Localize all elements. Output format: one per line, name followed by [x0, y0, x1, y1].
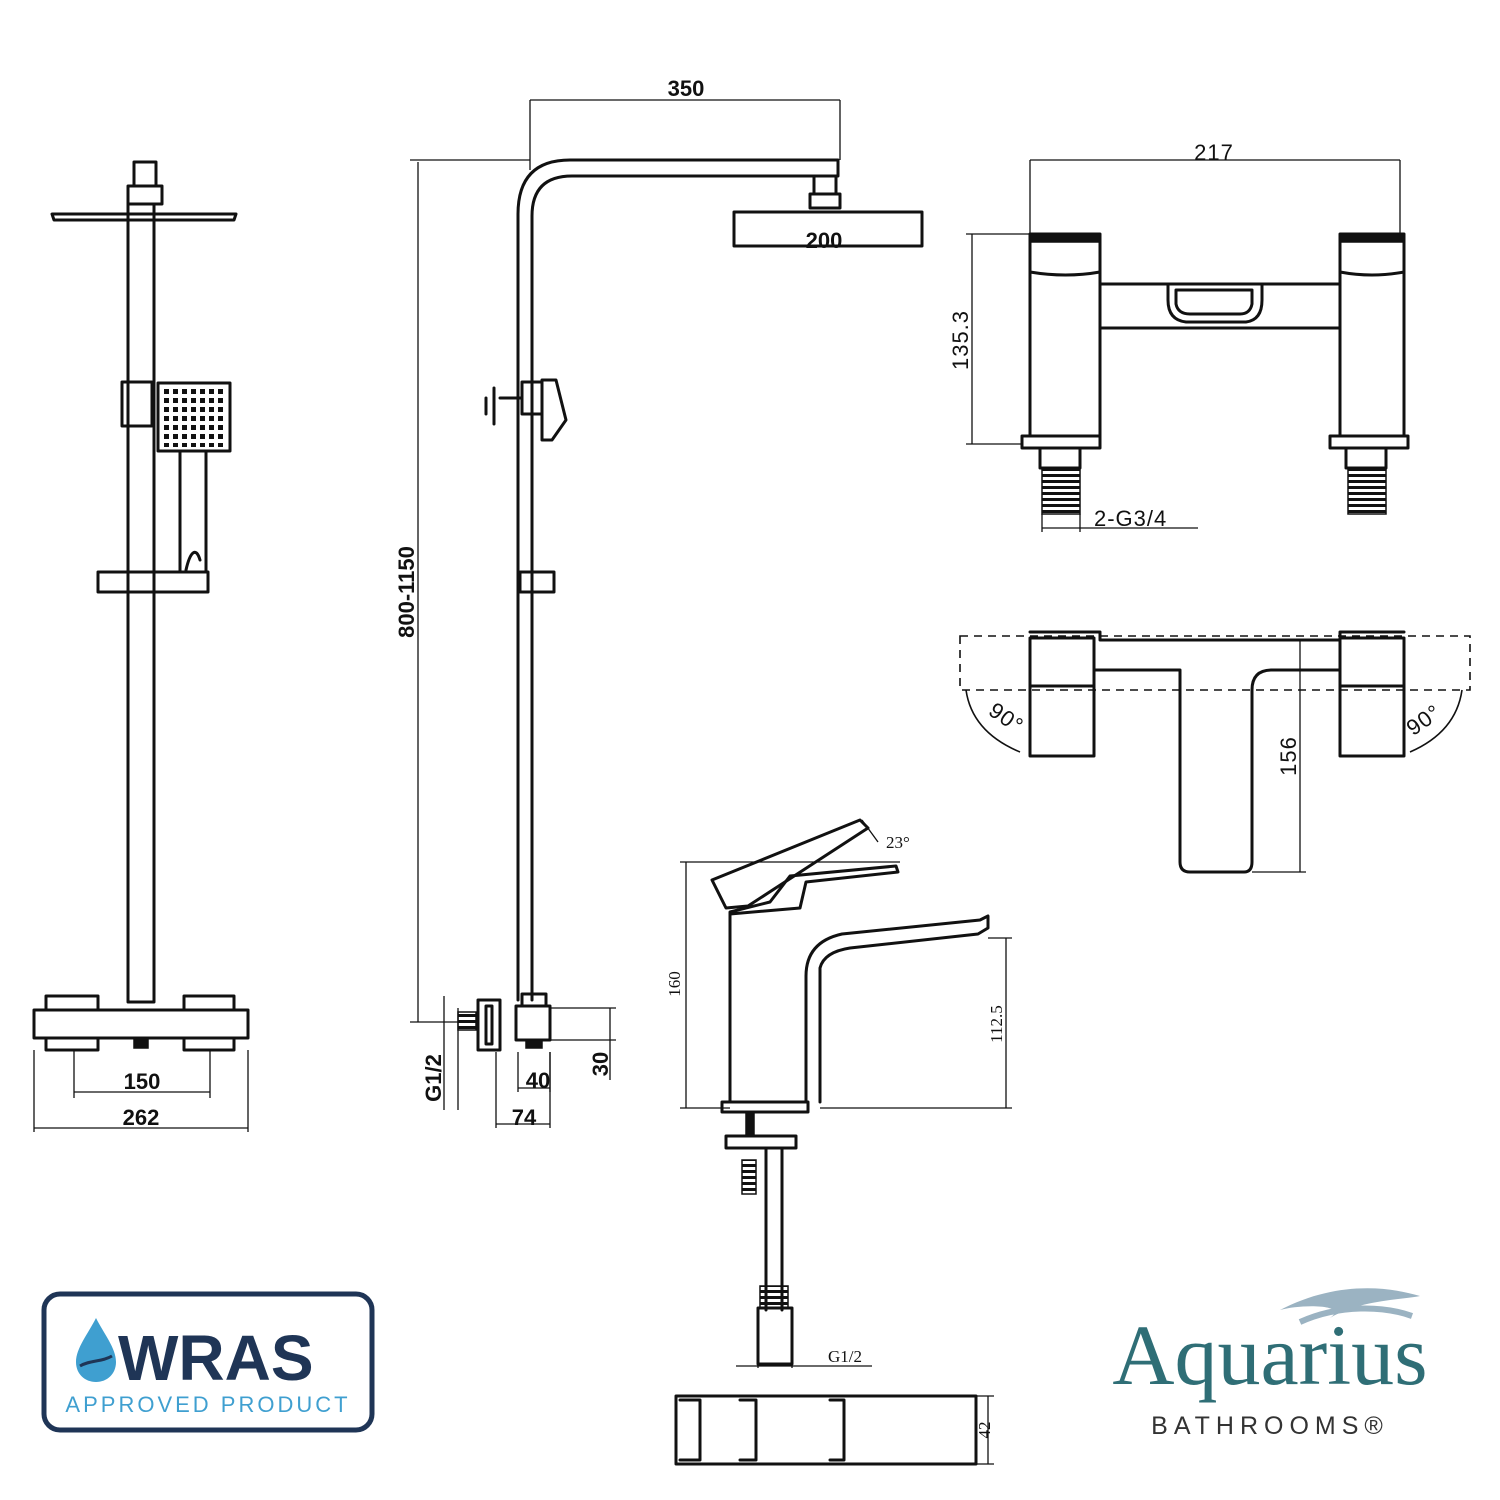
dim-bath-filler-width: 217	[1194, 140, 1234, 165]
shower-side-view	[410, 99, 924, 1128]
dim-bath-filler-inlets: 2-G3/4	[1094, 506, 1167, 531]
brand-sub: BATHROOMS®	[1151, 1412, 1389, 1440]
dim-riser-height: 800-1150	[394, 546, 419, 638]
dim-outlet-height: 30	[588, 1052, 613, 1076]
brand-name: Aquarius	[1112, 1307, 1427, 1403]
water-drop-icon	[76, 1318, 116, 1382]
bath-filler-front-view	[966, 159, 1410, 532]
dim-bath-filler-height: 135.3	[948, 310, 973, 370]
dim-valve-centres: 150	[124, 1069, 161, 1094]
wras-badge: WRAS APPROVED PRODUCT	[41, 1291, 375, 1433]
shower-front-view	[32, 160, 250, 1132]
dim-basin-mixer-height: 160	[665, 971, 684, 997]
dim-valve-depth: 74	[512, 1105, 537, 1130]
dim-lever-width: 42	[975, 1422, 994, 1439]
dim-inlet-thread-shower: G1/2	[421, 1054, 446, 1102]
dim-lever-angle: 23°	[886, 833, 910, 852]
dim-handle-rotation-left: 90°	[984, 697, 1028, 738]
dim-inlet-thread-basin: G1/2	[828, 1347, 862, 1366]
bath-filler-top-view	[959, 630, 1471, 874]
dim-spout-height: 112.5	[987, 1005, 1006, 1043]
dim-outlet-offset: 40	[526, 1068, 550, 1093]
wave-icon	[1280, 1288, 1420, 1318]
basin-mixer-side-view	[674, 818, 1012, 1466]
wras-subtitle: APPROVED PRODUCT	[65, 1392, 350, 1417]
wras-title: WRAS	[118, 1322, 314, 1394]
dim-arm-reach: 350	[668, 76, 705, 101]
aquarius-logo: Aquarius BATHROOMS®	[1112, 1288, 1428, 1440]
dim-spout-projection: 156	[1276, 736, 1301, 776]
dim-valve-width: 262	[123, 1105, 160, 1130]
dim-head-diameter: 200	[806, 228, 843, 253]
